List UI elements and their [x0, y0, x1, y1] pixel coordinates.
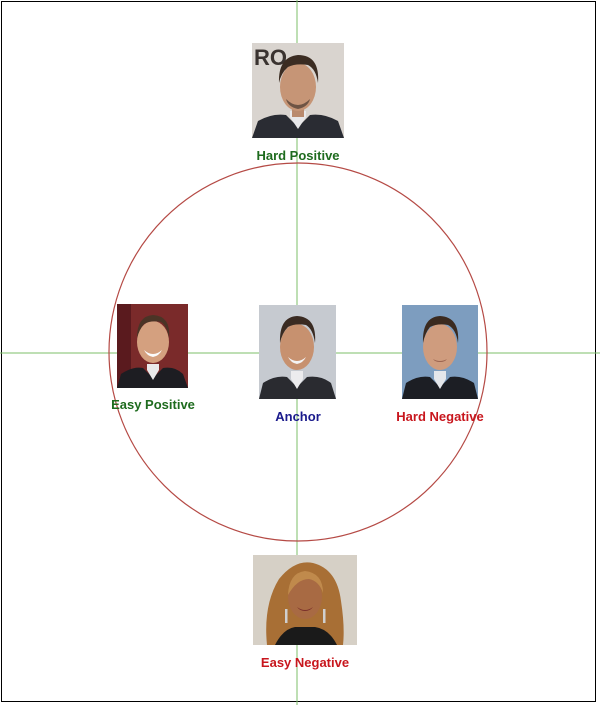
hard-positive-photo: RO: [252, 43, 344, 138]
hard-negative-label: Hard Negative: [396, 409, 484, 424]
woman-portrait-icon: [253, 555, 357, 645]
man-portrait-icon: [259, 305, 336, 399]
hard-negative-photo: [402, 305, 478, 399]
man-portrait-icon: RO: [252, 43, 344, 138]
easy-negative-label: Easy Negative: [260, 655, 350, 670]
hard-positive-label: Hard Positive: [256, 148, 340, 163]
easy-negative-photo: [253, 555, 357, 645]
margin-circle: [108, 162, 488, 542]
man-portrait-icon: [402, 305, 478, 399]
man-smiling-portrait-icon: [117, 304, 188, 388]
easy-positive-label: Easy Positive: [111, 397, 195, 412]
backdrop-text: RO: [254, 45, 287, 70]
anchor-photo: [259, 305, 336, 399]
anchor-label: Anchor: [275, 409, 321, 424]
easy-positive-photo: [117, 304, 188, 388]
